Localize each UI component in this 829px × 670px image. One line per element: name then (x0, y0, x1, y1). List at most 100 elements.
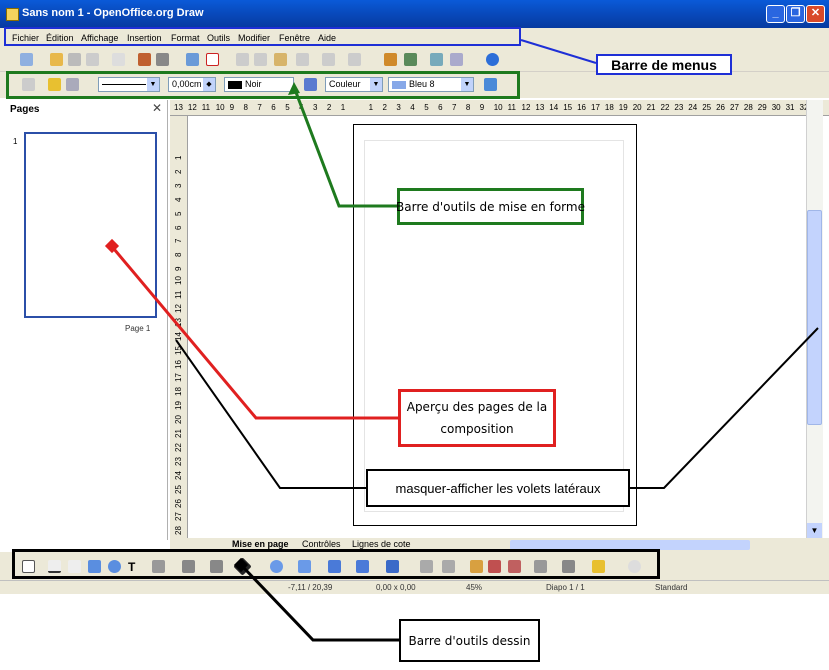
glue-points-icon[interactable] (442, 560, 455, 573)
h-ruler-tick: 4 (410, 103, 415, 112)
menu-fenetre[interactable]: Fenêtre (279, 33, 311, 43)
format-paintbrush-icon[interactable] (296, 53, 309, 66)
fill-bucket-icon[interactable] (304, 78, 317, 91)
drawing-toolbar-highlight (12, 549, 660, 579)
h-ruler-tick: 6 (438, 103, 443, 112)
autospell-icon[interactable] (206, 53, 219, 66)
h-ruler-tick: 30 (771, 103, 781, 112)
h-ruler-tick: 24 (688, 103, 698, 112)
h-ruler-tick: 13 (535, 103, 545, 112)
connector-icon[interactable] (182, 560, 195, 573)
navigator-icon[interactable] (430, 53, 443, 66)
menu-modifier[interactable]: Modifier (238, 33, 271, 43)
fill-color-value: Bleu 8 (409, 79, 435, 89)
fill-type-value: Couleur (329, 79, 361, 89)
close-button[interactable]: ✕ (806, 5, 825, 23)
table-icon[interactable] (404, 53, 417, 66)
spellcheck-icon[interactable] (186, 53, 199, 66)
tab-controles[interactable]: Contrôles (302, 539, 341, 549)
ellipse-icon[interactable] (108, 560, 121, 573)
export-pdf-icon[interactable] (138, 53, 151, 66)
draw-marker (233, 557, 249, 573)
callouts-icon[interactable] (356, 560, 369, 573)
line-width-field[interactable]: 0,00cm ◆ (168, 77, 216, 92)
line-color-select[interactable]: Noir (224, 77, 294, 92)
h-ruler-tick: 2 (382, 103, 387, 112)
status-position: -7,11 / 20,39 (288, 583, 333, 592)
extrusion-icon[interactable] (534, 560, 547, 573)
new-document-icon[interactable] (20, 53, 33, 66)
block-arrows-icon[interactable] (298, 560, 311, 573)
line-tool-icon[interactable] (48, 560, 61, 573)
3d-objects-icon[interactable] (628, 560, 641, 573)
line-icon[interactable] (48, 78, 61, 91)
lines-arrows-icon[interactable] (210, 560, 223, 573)
zoom-icon[interactable] (450, 53, 463, 66)
help-icon[interactable] (486, 53, 499, 66)
vertical-scroll-thumb[interactable] (807, 210, 822, 425)
color-swatch (228, 80, 242, 89)
shadow-icon[interactable] (484, 78, 497, 91)
callout-menu-bar: Barre de menus (596, 54, 732, 75)
chart-icon[interactable] (384, 53, 397, 66)
pages-panel-title: Pages (10, 104, 40, 115)
status-zoom[interactable]: 45% (466, 583, 483, 592)
menu-fichier[interactable]: Fichier (12, 33, 40, 43)
format-connector (292, 86, 397, 208)
points-icon[interactable] (420, 560, 433, 573)
callout-format-toolbar: Barre d'outils de mise en forme (396, 188, 585, 225)
flowchart-icon[interactable] (328, 560, 341, 573)
minimize-button[interactable]: _ (766, 5, 785, 23)
from-file-icon[interactable] (488, 560, 501, 573)
fontwork-icon[interactable] (470, 560, 483, 573)
menu-outils[interactable]: Outils (207, 33, 231, 43)
cut-icon[interactable] (236, 53, 249, 66)
arrange-icon[interactable] (592, 560, 605, 573)
h-ruler-tick: 3 (313, 103, 318, 112)
tab-mise-en-page[interactable]: Mise en page (232, 539, 289, 549)
redo-icon[interactable] (348, 53, 361, 66)
page-thumbnail[interactable] (24, 132, 157, 318)
styles-icon[interactable] (22, 78, 35, 91)
pages-panel-close-icon[interactable]: ✕ (152, 101, 163, 115)
h-ruler-tick: 23 (674, 103, 684, 112)
arrow-style-icon[interactable] (66, 78, 79, 91)
line-style-select[interactable]: ▼ (98, 77, 160, 92)
curve-icon[interactable] (152, 560, 165, 573)
gallery-icon[interactable] (508, 560, 521, 573)
fill-color-select[interactable]: Bleu 8 ▼ (388, 77, 474, 92)
align-icon[interactable] (562, 560, 575, 573)
h-ruler-tick: 29 (757, 103, 767, 112)
h-ruler-tick: 11 (201, 103, 211, 112)
fill-type-select[interactable]: Couleur ▼ (325, 77, 383, 92)
tab-lignes-de-cote[interactable]: Lignes de cote (352, 539, 411, 549)
edit-file-icon[interactable] (112, 53, 125, 66)
menu-format[interactable]: Format (171, 33, 200, 43)
copy-icon[interactable] (254, 53, 267, 66)
select-arrow-icon[interactable] (22, 560, 35, 573)
spin-icon: ◆ (203, 78, 215, 91)
save-icon[interactable] (68, 53, 81, 66)
print-icon[interactable] (156, 53, 169, 66)
menu-insertion[interactable]: Insertion (127, 33, 162, 43)
symbol-shapes-icon[interactable] (270, 560, 283, 573)
scroll-down-icon[interactable]: ▼ (807, 523, 822, 538)
rectangle-icon[interactable] (88, 560, 101, 573)
h-ruler-tick: 15 (563, 103, 573, 112)
undo-icon[interactable] (322, 53, 335, 66)
horizontal-scroll-thumb[interactable] (510, 540, 750, 550)
open-folder-icon[interactable] (50, 53, 63, 66)
page-thumbnail-number: 1 (13, 137, 18, 146)
arrow-line-icon[interactable] (68, 560, 81, 573)
text-tool-icon[interactable]: T (128, 560, 136, 574)
h-ruler-tick: 18 (604, 103, 614, 112)
menu-aide[interactable]: Aide (318, 33, 337, 43)
menu-edition[interactable]: Édition (46, 33, 74, 43)
paste-icon[interactable] (274, 53, 287, 66)
stars-icon[interactable] (386, 560, 399, 573)
email-icon[interactable] (86, 53, 99, 66)
menu-affichage[interactable]: Affichage (81, 33, 119, 43)
h-ruler-tick: 7 (452, 103, 457, 112)
maximize-button[interactable]: ❐ (786, 5, 805, 23)
